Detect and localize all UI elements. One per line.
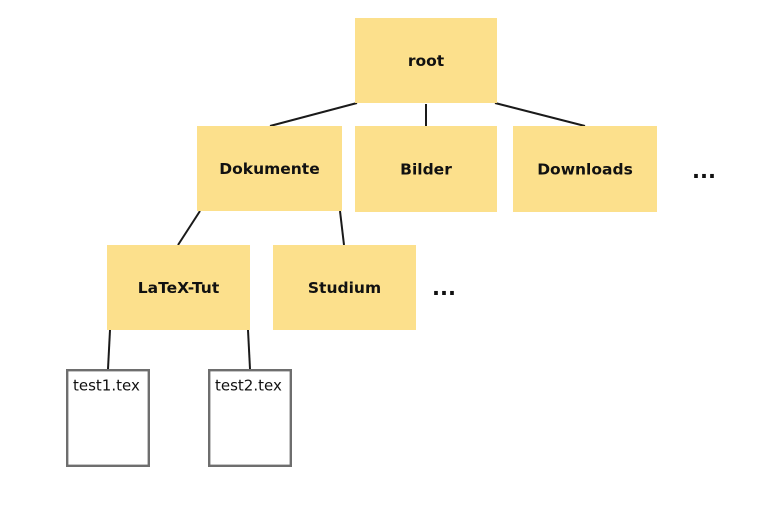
node-label: root [408, 52, 445, 70]
ellipsis-level2: ... [432, 276, 456, 300]
ellipsis-group: ...... [432, 159, 716, 300]
folder-node-dokumente[interactable]: Dokumente [197, 126, 342, 211]
edge-group [107, 102, 586, 370]
folder-node-studium[interactable]: Studium [273, 245, 416, 330]
tree-edge-dokumente-to-studium [339, 210, 345, 246]
folder-node-latex-tut[interactable]: LaTeX-Tut [107, 245, 250, 330]
node-label: LaTeX-Tut [138, 279, 220, 297]
file-node-test1[interactable]: test1.tex [65, 369, 150, 468]
folder-node-downloads[interactable]: Downloads [513, 126, 657, 212]
folder-box[interactable] [513, 126, 657, 212]
tree-edge-root-to-dokumente [269, 102, 358, 127]
node-label: Studium [308, 279, 381, 297]
folder-box[interactable] [355, 18, 497, 103]
folder-box[interactable] [273, 245, 416, 330]
node-label: Dokumente [219, 160, 319, 178]
file-box[interactable] [65, 369, 150, 468]
node-label: Downloads [537, 161, 633, 179]
folder-node-root[interactable]: root [355, 18, 497, 103]
tree-edge-latex-tut-to-test1 [107, 329, 111, 370]
tree-edge-root-to-downloads [494, 102, 586, 127]
folder-node-bilder[interactable]: Bilder [355, 126, 497, 212]
file-box[interactable] [207, 369, 292, 468]
ellipsis-level1: ... [692, 159, 716, 183]
folder-box[interactable] [107, 245, 250, 330]
file-node-test2[interactable]: test2.tex [207, 369, 292, 468]
folder-box[interactable] [197, 126, 342, 211]
node-label: test1.tex [73, 377, 140, 395]
tree-edge-dokumente-to-latex-tut [177, 210, 201, 246]
node-label: test2.tex [215, 377, 282, 395]
tree-edge-latex-tut-to-test2 [247, 329, 251, 370]
node-label: Bilder [400, 161, 452, 179]
folder-box[interactable] [355, 126, 497, 212]
